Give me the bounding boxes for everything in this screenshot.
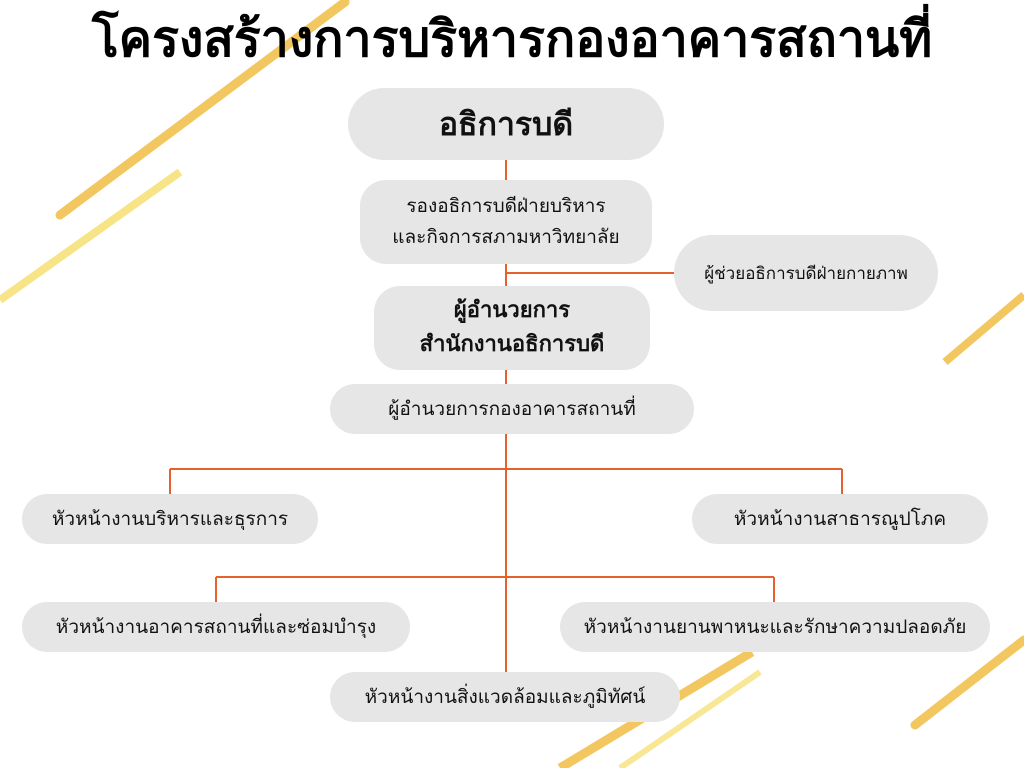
node-environment-head: หัวหน้างานสิ่งแวดล้อมและภูมิทัศน์ [330,672,680,722]
stripe [942,291,1024,366]
node-division-manager: ผู้อำนวยการกองอาคารสถานที่ [330,384,694,434]
node-safety-head: หัวหน้างานยานพาหนะและรักษาความปลอดภัย [560,602,990,652]
node-dean: อธิการบดี [348,88,664,160]
node-director-office: ผู้อำนวยการ สำนักงานอธิการบดี [374,286,650,370]
node-assistant-physical: ผู้ช่วยอธิการบดีฝ่ายกายภาพ [674,235,938,311]
node-utilities-head: หัวหน้างานสาธารณูปโภค [692,494,988,544]
node-building-head: หัวหน้างานอาคารสถานที่และซ่อมบำรุง [22,602,410,652]
stripe [0,168,183,304]
node-vice-president: รองอธิการบดีฝ่ายบริหาร และกิจการสภามหาวิ… [360,180,652,264]
node-admin-head: หัวหน้างานบริหารและธุรการ [22,494,318,544]
page-title: โครงสร้างการบริหารกองอาคารสถานที่ [91,10,933,68]
stripe [618,669,762,768]
stripe [910,635,1024,730]
stripe [55,0,350,220]
